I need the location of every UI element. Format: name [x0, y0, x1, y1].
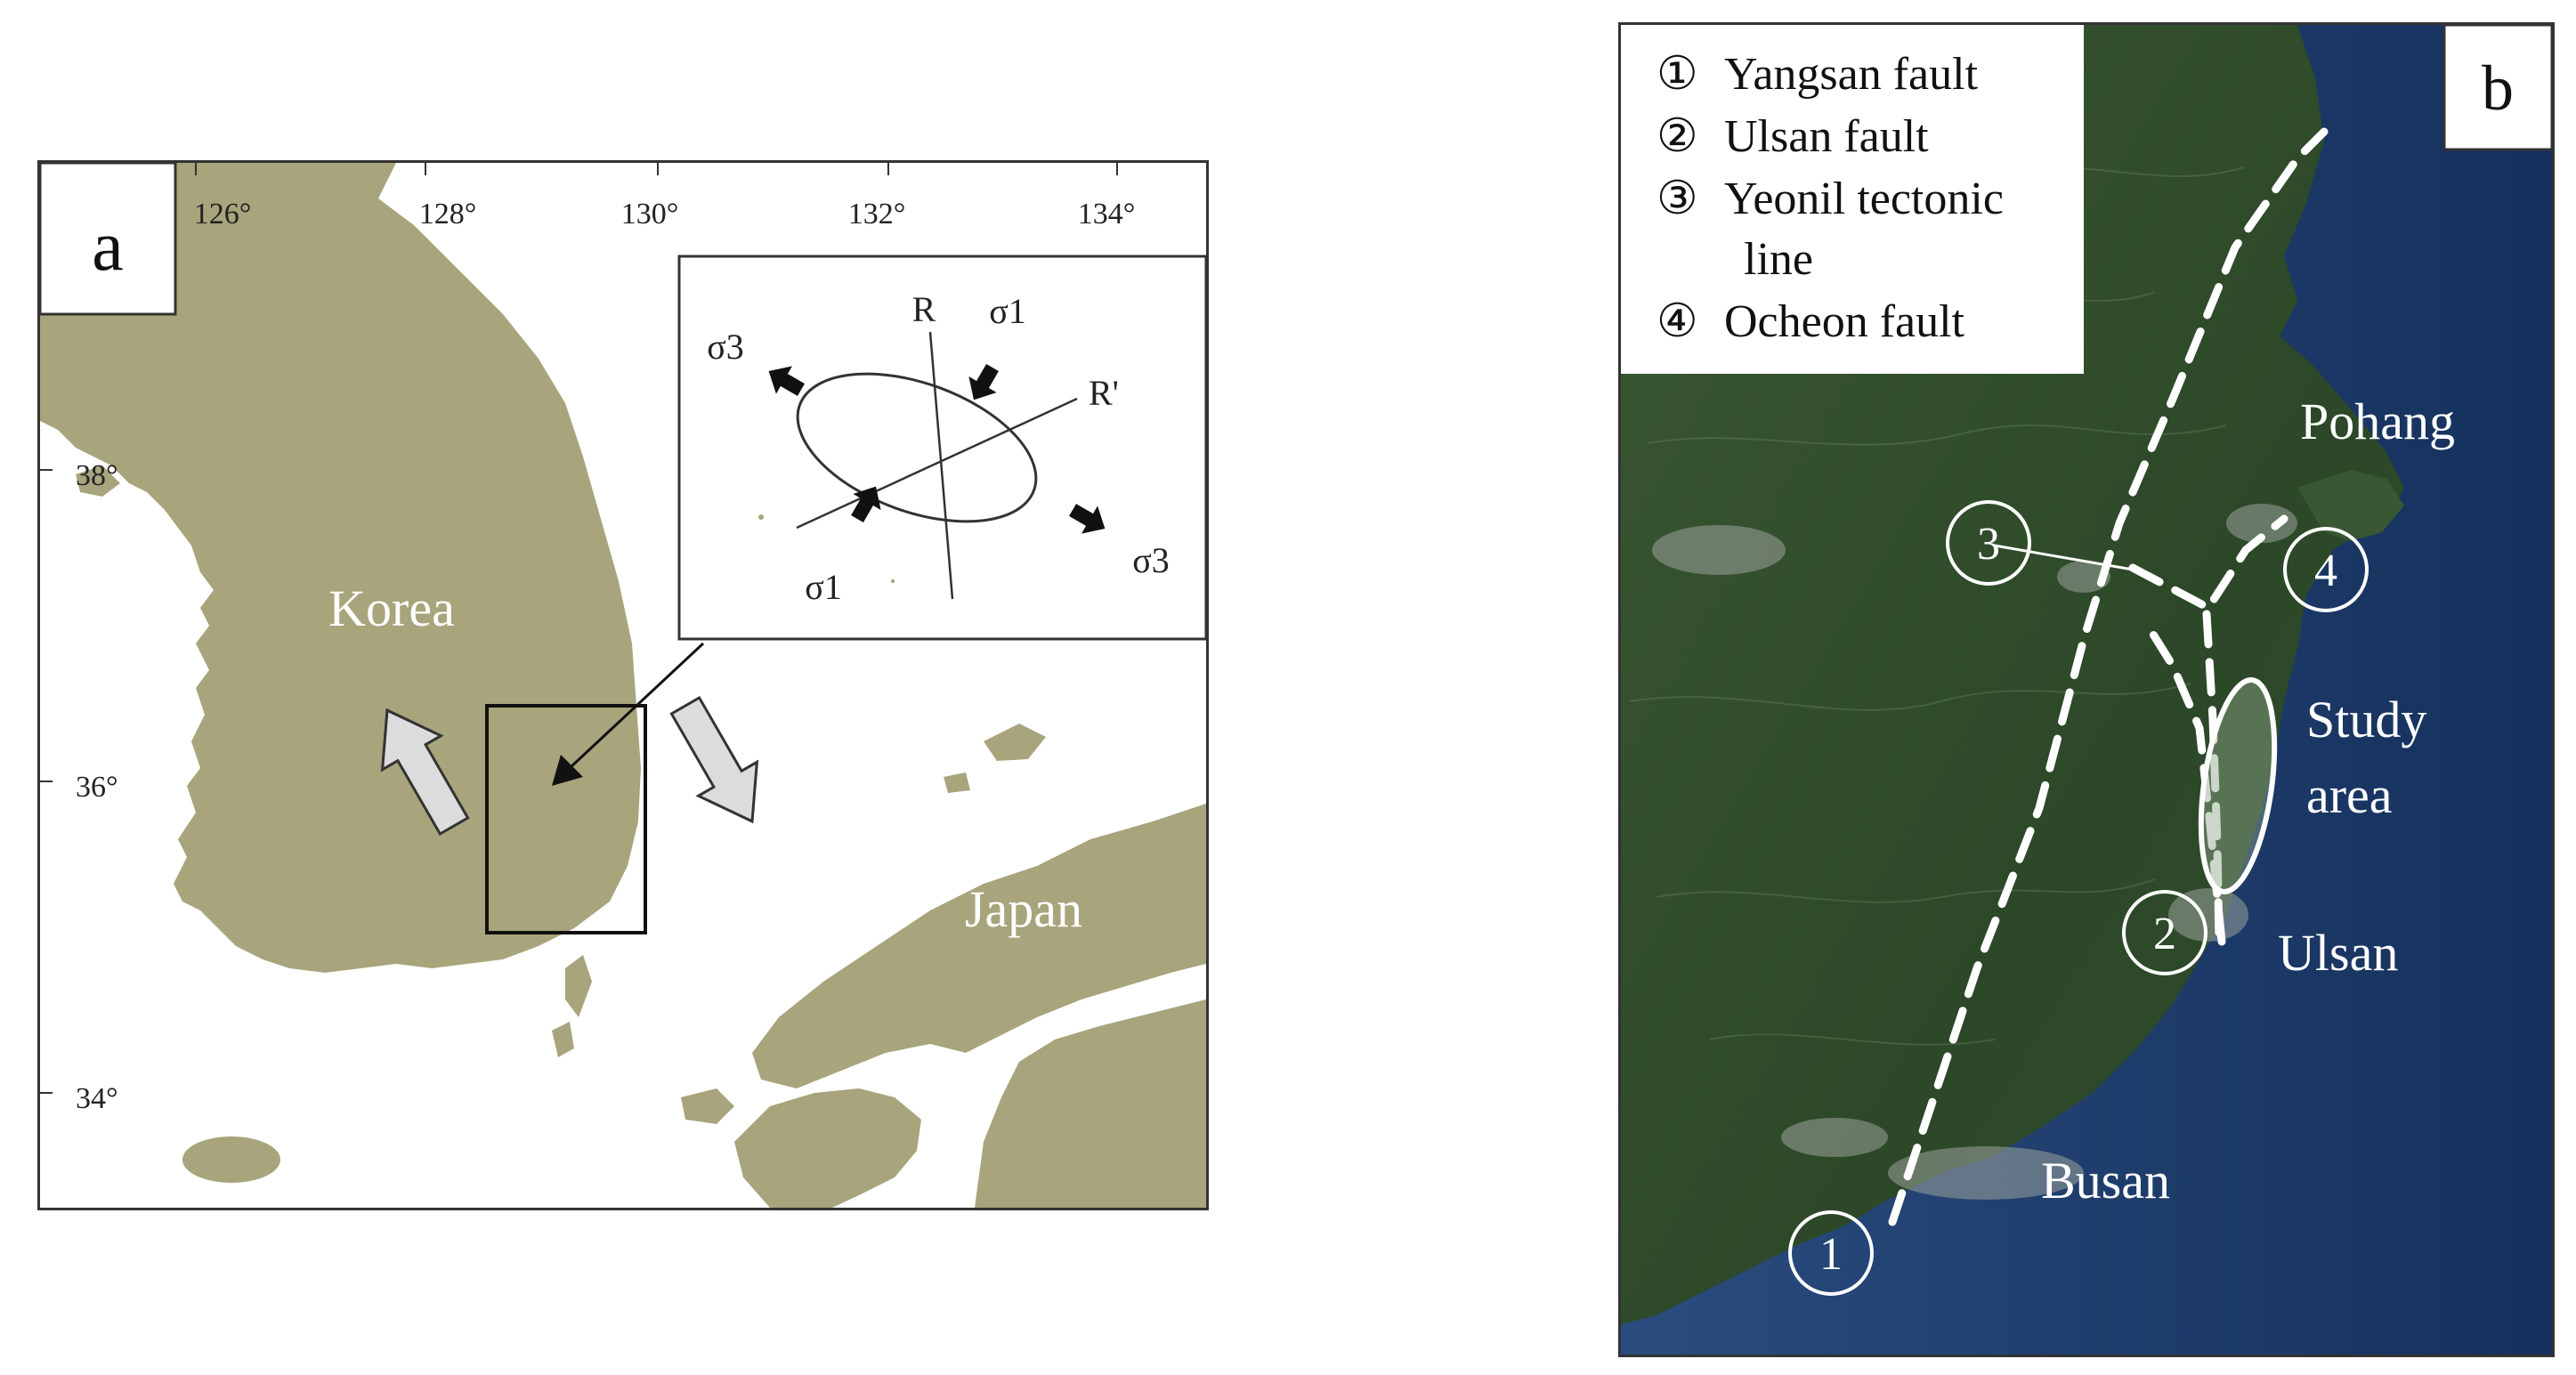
r-prime-shear-line — [796, 397, 1078, 530]
tsushima-island — [565, 955, 592, 1017]
sigma1-bottom-arrow — [851, 486, 881, 522]
legend-num-3: ③ — [1657, 174, 1698, 224]
panel-b-satellite: 1 2 3 4 Pohang Ulsan Busan Study area ① … — [1618, 22, 2555, 1357]
korea-label: Korea — [328, 579, 455, 637]
japan-label: Japan — [965, 880, 1082, 938]
compression-arrow-left — [380, 708, 470, 837]
extension-arrow-right — [669, 695, 759, 824]
longitude-label: 132° — [848, 198, 906, 231]
fault-lines — [1888, 127, 2329, 1226]
legend-text-2: Ulsan fault — [1724, 111, 1929, 162]
legend-text-1: Yangsan fault — [1724, 49, 1979, 100]
panel-a-svg: 126° 128° 130° 132° 134° 38° 36° 34° a K… — [40, 163, 1206, 1208]
marker-3-leader — [1994, 544, 2134, 571]
study-area-label-line2: area — [2306, 766, 2393, 824]
busan-label: Busan — [2041, 1152, 2170, 1209]
longitude-label: 128° — [419, 198, 477, 231]
panel-a-label: a — [92, 207, 124, 286]
marker-2-label: 2 — [2153, 909, 2176, 959]
strain-ellipse — [796, 372, 1038, 523]
sea-island — [944, 772, 970, 793]
sigma1-top-arrow — [968, 364, 999, 400]
leader-line — [568, 642, 705, 770]
sigma3-right-label: σ3 — [1132, 540, 1170, 580]
panel-b-svg: 1 2 3 4 Pohang Ulsan Busan Study area ① … — [1621, 25, 2552, 1355]
sigma3-left-arrow — [768, 366, 805, 396]
marker-1-label: 1 — [1819, 1229, 1843, 1280]
r-shear-line — [928, 331, 954, 600]
panel-a-label-box — [40, 163, 177, 316]
longitude-ticks — [195, 163, 1118, 175]
sigma1-top-label: σ1 — [989, 291, 1026, 331]
panel-b-label: b — [2482, 53, 2514, 124]
japan-landmass — [752, 804, 1206, 1088]
legend: ① Yangsan fault ② Ulsan fault ③ Yeonil t… — [1657, 49, 2004, 347]
jeju-island — [182, 1136, 280, 1183]
longitude-label: 126° — [194, 198, 252, 231]
latitude-ticks — [40, 469, 53, 1094]
marker-1: 1 — [1788, 1210, 1874, 1296]
inset-dot — [891, 579, 895, 583]
marker-3: 3 — [1946, 500, 2031, 586]
longitude-label: 130° — [621, 198, 679, 231]
japan-landmass — [734, 1088, 921, 1208]
korea-island — [67, 328, 120, 359]
legend-num-2: ② — [1657, 111, 1698, 162]
yeonil-tectonic-line — [2128, 514, 2288, 613]
marker-4: 4 — [2283, 527, 2369, 612]
study-area-label-line1: Study — [2306, 691, 2426, 748]
panel-a-map: 126° 128° 130° 132° 134° 38° 36° 34° a K… — [37, 160, 1209, 1210]
latitude-label: 34° — [76, 1082, 118, 1115]
r-prime-label: R' — [1089, 373, 1119, 413]
ocheon-fault — [2202, 610, 2224, 946]
panel-b-label-box — [2442, 25, 2552, 151]
study-area-outline — [2198, 677, 2278, 894]
r-label: R — [912, 289, 936, 329]
latitude-label: 36° — [76, 771, 118, 804]
sigma3-right-arrow — [1069, 504, 1106, 534]
yangsan-fault — [1888, 127, 2329, 1226]
study-region-box — [485, 704, 647, 934]
peninsula — [2297, 470, 2404, 541]
marker-3-label: 3 — [1977, 519, 2000, 570]
ulsan-label: Ulsan — [2278, 924, 2398, 982]
legend-num-4: ④ — [1657, 296, 1698, 347]
pohang-label: Pohang — [2300, 392, 2455, 450]
sigma1-bottom-label: σ1 — [805, 567, 842, 607]
marker-2: 2 — [2122, 890, 2207, 975]
stress-inset: R R' σ1 σ3 σ3 σ1 — [677, 255, 1206, 641]
longitude-label: 134° — [1078, 198, 1136, 231]
legend-num-1: ① — [1657, 49, 1698, 100]
japan-landmass — [975, 999, 1206, 1208]
latitude-label: 38° — [76, 459, 118, 492]
tsushima-island — [552, 1022, 574, 1057]
legend-text-3: Yeonil tectonic — [1724, 174, 2004, 224]
marker-4-label: 4 — [2314, 546, 2337, 596]
leader-arrowhead — [552, 755, 583, 786]
legend-text-4: Ocheon fault — [1724, 296, 1965, 347]
inset-dot — [758, 514, 764, 520]
japan-island — [681, 1088, 734, 1124]
korea-island — [76, 465, 120, 497]
sigma3-left-label: σ3 — [707, 327, 744, 367]
legend-text-3b: line — [1744, 234, 1813, 285]
legend-box — [1621, 25, 2084, 374]
sea-island — [984, 724, 1046, 761]
korea-landmass — [40, 163, 641, 973]
urban-areas — [1652, 504, 2297, 1200]
